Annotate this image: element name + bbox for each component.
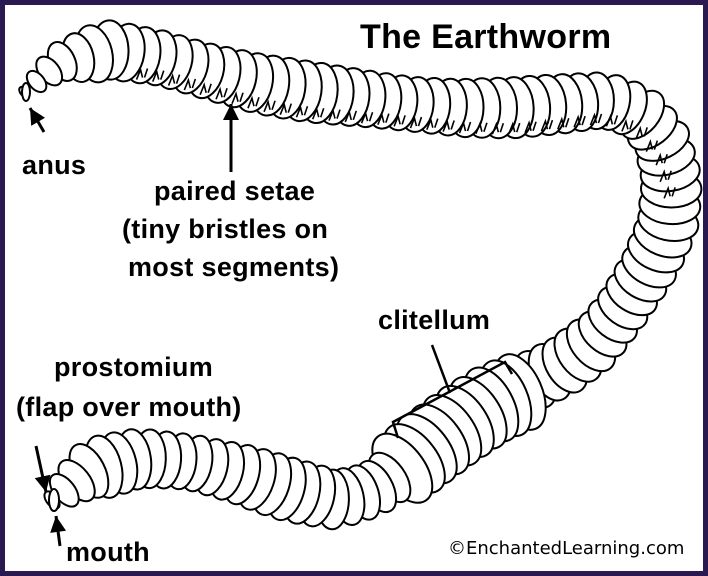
- mouth-pointer: [50, 516, 66, 546]
- prostomium-pointer: [35, 446, 51, 492]
- label-clitellum: clitellum: [378, 305, 490, 336]
- copyright-notice: ©EnchantedLearning.com: [448, 538, 684, 559]
- anus-pointer: [30, 108, 45, 132]
- prostomium-tip: [49, 489, 59, 511]
- label-setae-note-line2: most segments): [128, 248, 339, 286]
- setae-pointer: [223, 104, 239, 172]
- label-prostomium-note: (flap over mouth): [16, 392, 242, 423]
- label-paired-setae-title: paired setae: [154, 172, 339, 210]
- label-anus: anus: [22, 150, 86, 181]
- label-paired-setae: paired setae (tiny bristles on most segm…: [154, 172, 339, 286]
- worm-body: [17, 20, 702, 530]
- anus-opening: [22, 83, 30, 101]
- label-mouth: mouth: [66, 537, 150, 568]
- diagram-title: The Earthworm: [360, 18, 611, 57]
- label-setae-note-line1: (tiny bristles on: [122, 210, 339, 248]
- label-prostomium: prostomium: [54, 352, 213, 383]
